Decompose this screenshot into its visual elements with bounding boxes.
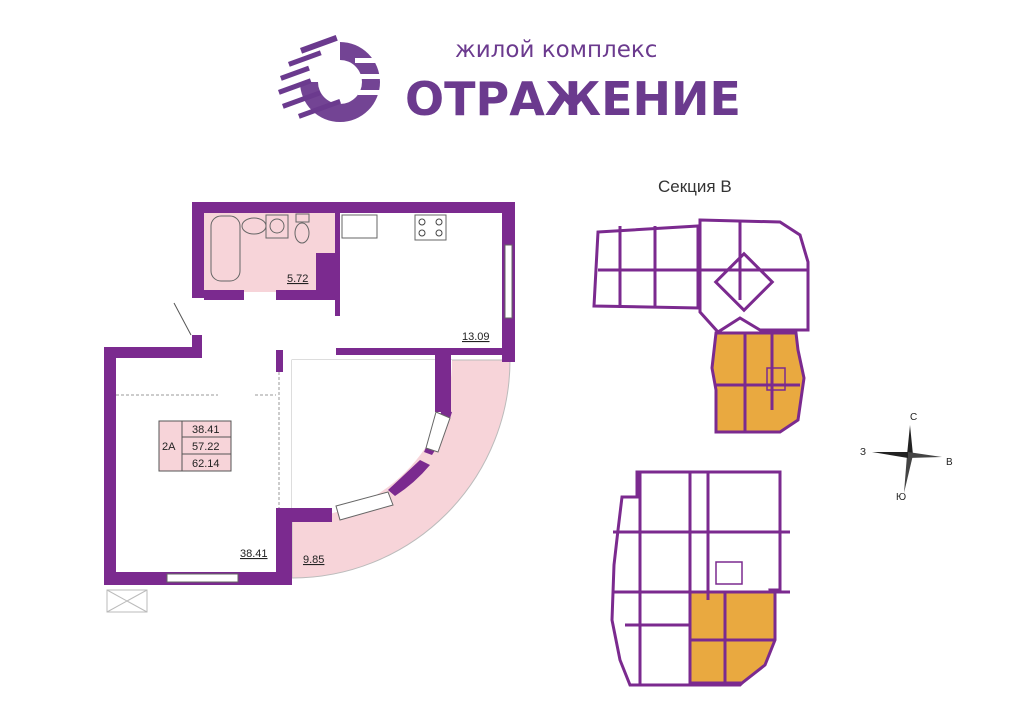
balcony-area: 9.85	[303, 554, 324, 566]
total-with-balcony-value: 62.14	[192, 458, 220, 470]
compass-south: Ю	[896, 492, 906, 503]
section-title: Секция В	[658, 177, 732, 196]
bathtub-icon	[210, 215, 241, 282]
bay-window-2	[335, 491, 394, 521]
apartment-type: 2А	[162, 441, 176, 453]
toilet-icon	[295, 213, 310, 223]
logo-icon	[278, 35, 380, 122]
compass-north: С	[910, 412, 917, 423]
total-area-value: 57.22	[192, 441, 220, 453]
bay-window-1	[425, 411, 451, 453]
sink-icon	[241, 217, 267, 235]
logo-title: ОТРАЖЕНИЕ	[405, 72, 741, 126]
bathroom-area: 5.72	[287, 273, 308, 285]
walls	[104, 202, 515, 585]
compass-west: З	[860, 447, 866, 458]
washing-machine-icon	[265, 214, 289, 239]
living-area: 38.41	[240, 548, 268, 560]
apartment-plan: 5.72 13.09 38.41 9.85 2А 38.41 57.22 62.…	[104, 202, 515, 613]
logo-subtitle: жилой комплекс	[455, 37, 657, 63]
living-window	[166, 573, 239, 583]
kitchen-sink-icon	[341, 214, 378, 239]
apartment-info-table: 2А 38.41 57.22 62.14	[158, 420, 232, 472]
kitchen-window	[504, 244, 513, 319]
section-plan-lower	[610, 470, 790, 687]
living-area-value: 38.41	[192, 424, 220, 436]
ventilation-box	[106, 589, 148, 613]
compass-rose-icon	[872, 425, 942, 493]
kitchen-area: 13.09	[462, 331, 490, 343]
entry-door-swing	[173, 302, 192, 336]
compass-east: В	[946, 457, 953, 468]
stove-icon	[414, 214, 447, 241]
section-plan-upper	[592, 218, 810, 434]
